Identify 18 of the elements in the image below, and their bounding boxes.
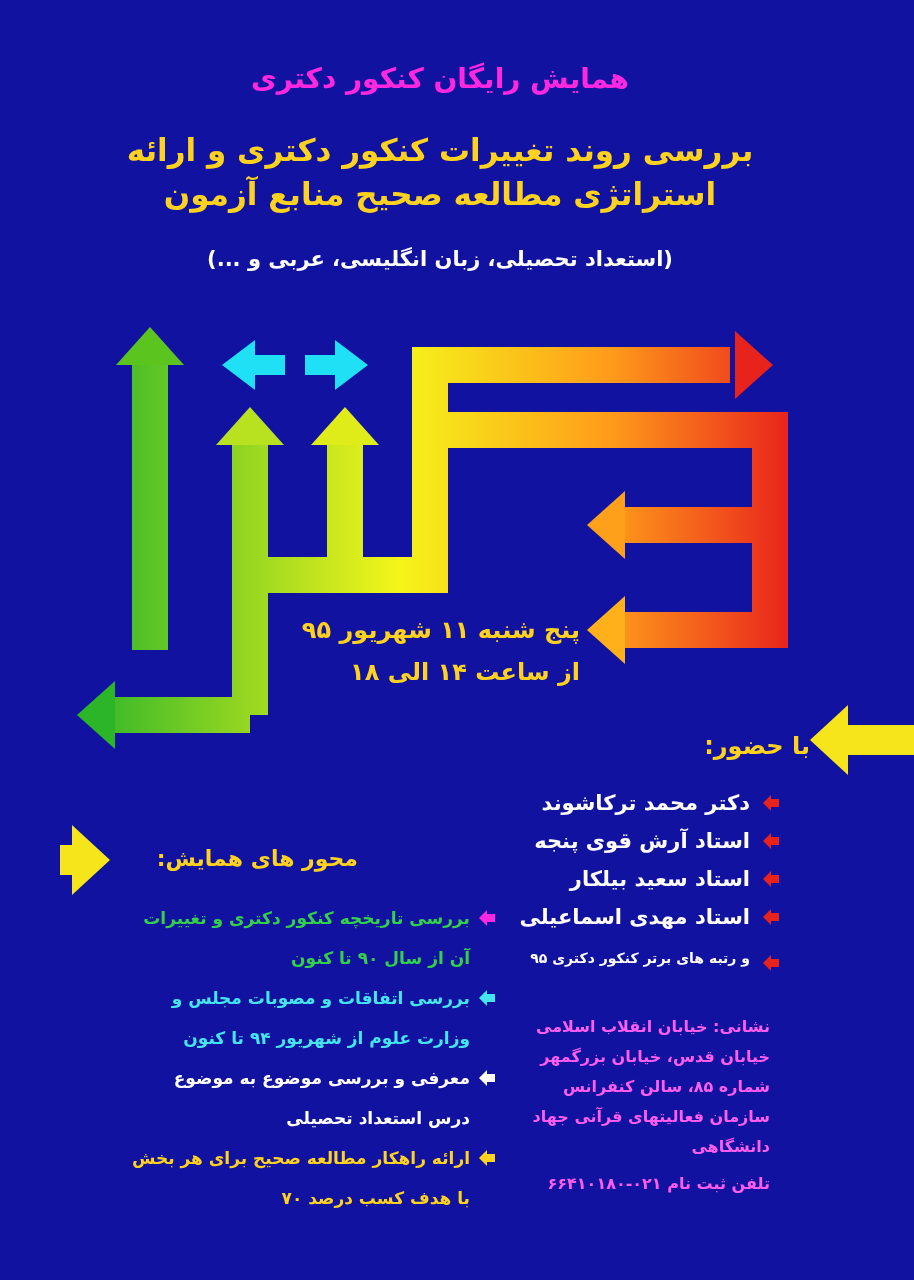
topic-text: معرفی و بررسی موضوع به موضوع درس استعداد تحصیلی — [172, 1067, 470, 1130]
topic-text: بررسی تاریخچه کنکور دکتری و تغییرات آن از سال ۹۰ تا کنون — [142, 907, 470, 970]
speakers-heading: با حضور: — [703, 731, 810, 762]
speaker-name: استاد آرش قوی پنجه — [533, 827, 750, 855]
topics-heading: محور های همایش: — [155, 845, 358, 874]
date-text: پنج شنبه ۱۱ شهریور ۹۵ — [300, 615, 580, 646]
time-text: از ساعت ۱۴ الی ۱۸ — [349, 657, 580, 688]
subtitle: بررسی روند تغییرات کنکور دکتری و ارائه استراتژی مطالعه صحیح منابع آزمون — [125, 131, 755, 215]
speaker-note: و رتبه های برتر کنکور دکتری ۹۵ — [529, 949, 750, 969]
address-text: نشانی: خیابان انقلاب اسلامی خیابان قدس، خیابان بزرگمهر شماره ۸۵، سالن کنفرانس سازمان فعالیتهای قرآنی جهاد دانشگاهی — [531, 1016, 770, 1158]
speaker-name: دکتر محمد ترکاشوند — [540, 790, 750, 817]
topic-text: بررسی اتفاقات و مصوبات مجلس و وزارت علوم از شهریور ۹۴ تا کنون — [170, 987, 470, 1051]
speaker-name: استاد سعید بیلکار — [568, 866, 750, 893]
speaker-name: استاد مهدی اسماعیلی — [518, 904, 750, 931]
topic-text: ارائه راهکار مطالعه صحیح برای هر بخش با هدف کسب درصد ۷۰ — [130, 1147, 470, 1210]
subtitle-note: (استعداد تحصیلی، زبان انگلیسی، عربی و ...) — [206, 246, 674, 273]
phone-text: تلفن ثبت نام ۰۲۱-۶۶۴۱۰۱۸۰ — [546, 1173, 770, 1195]
title: همایش رایگان کنکور دکتری — [250, 61, 630, 97]
